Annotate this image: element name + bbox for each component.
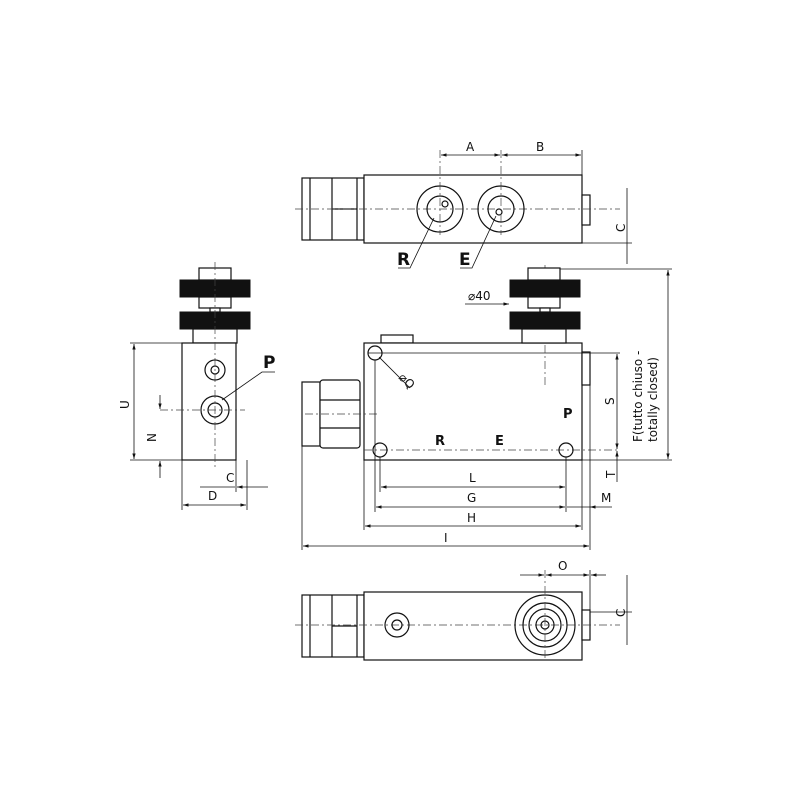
- dim-c-label-side: C: [226, 471, 234, 485]
- dim-m-label: M: [601, 491, 611, 505]
- port-r-label: R: [397, 250, 410, 270]
- dim-o-label: O: [558, 559, 567, 573]
- dim-u-label: U: [118, 400, 132, 409]
- handwheel-knob-side[interactable]: [179, 267, 251, 344]
- port-e-label: E: [495, 434, 504, 449]
- dim-f-label-line1: F(tutto chiuso -: [631, 351, 645, 442]
- top-view: A B C R E: [295, 140, 632, 270]
- dim-f-label-line2: totally closed): [646, 357, 660, 442]
- handwheel-knob[interactable]: [509, 265, 581, 388]
- port-p-label: P: [563, 407, 573, 422]
- dim-d-label: D: [208, 489, 217, 503]
- dim-l-label: L: [469, 471, 476, 485]
- dim-b-label: B: [536, 140, 544, 154]
- dim-diameter-40-label: ⌀40: [468, 289, 491, 303]
- bottom-view: O C: [295, 559, 632, 661]
- dim-s-label: S: [603, 397, 617, 405]
- dim-c-label-top: C: [614, 224, 628, 232]
- dim-a-label: A: [466, 140, 475, 154]
- side-view: P U N C D: [118, 262, 275, 510]
- dim-i-label: I: [444, 531, 448, 545]
- valve-body: [181, 342, 237, 461]
- front-view: ⌀Q ⌀40 P R E S T F(tutto chiuso - totall…: [301, 265, 672, 550]
- port-r-label: R: [435, 434, 445, 449]
- dim-c-label-bottom: C: [614, 609, 628, 617]
- dim-n-label: N: [145, 433, 159, 442]
- dim-t-label: T: [604, 470, 618, 479]
- dim-h-label: H: [467, 511, 476, 525]
- dim-g-label: G: [467, 491, 476, 505]
- port-p-label-side: P: [263, 353, 275, 373]
- port-e-label: E: [459, 250, 471, 270]
- valve-body: [363, 342, 583, 461]
